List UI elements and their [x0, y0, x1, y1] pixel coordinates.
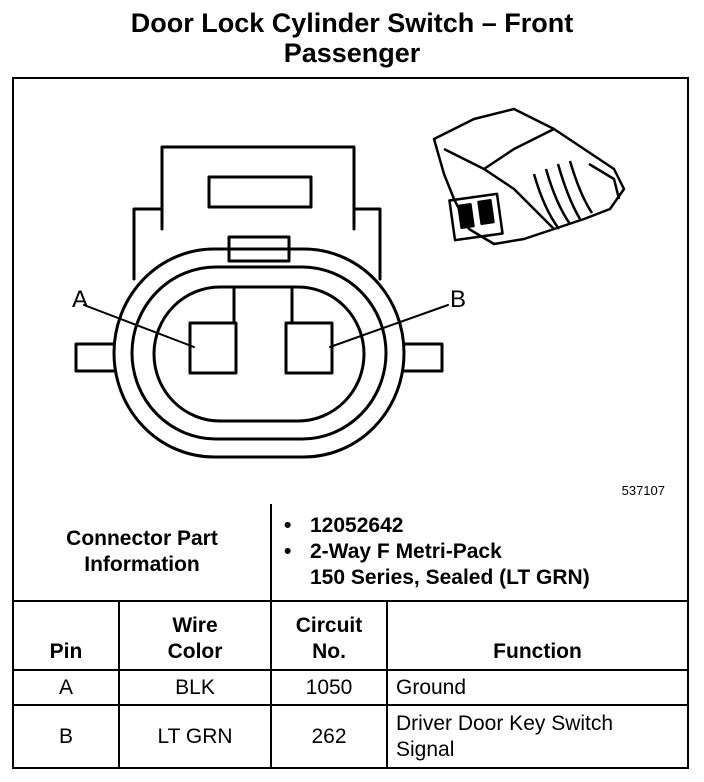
connector-drawing: A B: [72, 107, 626, 459]
title-line-2: Passenger: [283, 38, 421, 68]
row-a-function: Ground: [386, 669, 687, 706]
connector-part-info: 12052642 2-Way F Metri-Pack 150 Series, …: [270, 504, 687, 602]
pin-label-b: B: [450, 286, 466, 313]
header-function: Function: [386, 600, 687, 671]
row-b-function: Driver Door Key Switch Signal: [386, 704, 687, 767]
connector-tab-left: [74, 342, 116, 373]
connector-shoulders: [132, 207, 382, 281]
row-b-circuit: 262: [270, 704, 388, 767]
diagram-title: Door Lock Cylinder Switch – Front Passen…: [0, 8, 704, 68]
terminal-cavity-a: [188, 321, 238, 375]
connector-outer-oval: [112, 247, 406, 459]
connector-info-row: Connector Part Information 12052642 2-Wa…: [14, 504, 687, 602]
pinout-table: Connector Part Information 12052642 2-Wa…: [14, 504, 687, 767]
connector-top-housing: [160, 145, 356, 231]
header-pin: Pin: [14, 600, 120, 671]
connector-part-series: 150 Series, Sealed (LT GRN): [310, 566, 590, 589]
connector-window: [207, 175, 313, 209]
connector-tab-right: [402, 342, 444, 373]
table-header-row: Pin Wire Color Circuit No. Function: [14, 600, 687, 671]
header-wire-color: Wire Color: [118, 600, 272, 671]
leader-line-b: [329, 304, 449, 348]
diagram-frame: A B 537107 Connector Part Information 12…: [12, 77, 689, 769]
connector-inner-oval: [152, 285, 366, 423]
leader-line-a: [83, 304, 195, 348]
row-b-color: LT GRN: [118, 704, 272, 767]
connector-part-type: 2-Way F Metri-Pack: [284, 539, 679, 565]
connector-part-number: 12052642: [284, 513, 679, 539]
table-row: B LT GRN 262 Driver Door Key Switch Sign…: [14, 704, 687, 767]
row-a-pin: A: [14, 669, 120, 706]
pin-label-a: A: [72, 286, 88, 313]
connector-middle-oval: [130, 265, 388, 441]
title-line-1: Door Lock Cylinder Switch – Front: [130, 8, 574, 38]
row-a-color: BLK: [118, 669, 272, 706]
table-row: A BLK 1050 Ground: [14, 669, 687, 706]
terminal-cavity-b: [284, 321, 334, 375]
header-circuit: Circuit No.: [270, 600, 388, 671]
row-b-pin: B: [14, 704, 120, 767]
figure-id: 537107: [621, 483, 665, 498]
row-a-circuit: 1050: [270, 669, 388, 706]
connector-part-label: Connector Part Information: [14, 504, 272, 602]
connector-perspective-view: [432, 107, 626, 246]
